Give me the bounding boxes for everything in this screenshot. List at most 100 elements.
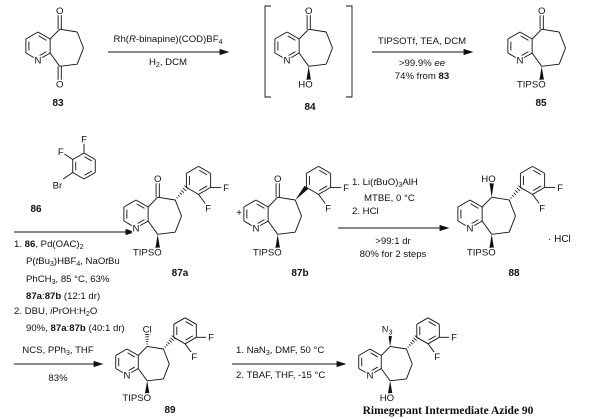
double-bond-line bbox=[532, 185, 542, 191]
double-bond-line bbox=[136, 203, 145, 209]
ring-bond bbox=[294, 199, 302, 217]
c-f-bond bbox=[63, 153, 73, 160]
condition-text: )HBF bbox=[53, 256, 77, 268]
condition-text: 80% for 2 steps bbox=[359, 249, 427, 260]
ring-bond bbox=[390, 345, 407, 350]
pyridine-bond bbox=[457, 220, 471, 229]
step1-conditions-below: H2, DCM bbox=[149, 56, 187, 72]
pyridine-bond bbox=[243, 199, 257, 208]
condition-line: TIPSOTf, TEA, DCM bbox=[378, 35, 466, 48]
ring-bond bbox=[325, 31, 333, 49]
fluorine-label: F bbox=[451, 333, 457, 344]
pyridine-bond bbox=[358, 368, 371, 376]
compound-label-83: 83 bbox=[52, 98, 64, 109]
condition-text: Bu bbox=[107, 256, 120, 268]
compound-label-87b: 87b bbox=[291, 268, 308, 279]
aryl-bond bbox=[72, 152, 85, 160]
pyridine-bond bbox=[358, 348, 371, 356]
condition-text: i bbox=[50, 305, 53, 317]
aryl-bond bbox=[318, 187, 331, 195]
tipso-label: TIPSO bbox=[517, 79, 546, 90]
reaction-arrow-6 bbox=[232, 360, 347, 368]
condition-text: t bbox=[35, 256, 39, 268]
carbonyl-oxygen-label: O bbox=[305, 6, 312, 17]
pyridine-bond bbox=[126, 368, 139, 376]
condition-text: O bbox=[89, 305, 98, 317]
ring-bond bbox=[294, 215, 302, 233]
step1-conditions-above: Rh(R-binapine)(COD)BF4 bbox=[114, 33, 223, 49]
pyridine-nitrogen-label: N bbox=[367, 370, 374, 381]
wedge-bond bbox=[144, 380, 150, 395]
double-bond-line bbox=[520, 35, 529, 41]
condition-line: 83% bbox=[48, 372, 67, 385]
double-bond-line bbox=[470, 219, 479, 225]
condition-line: 90%, 87a:87b (40:1 dr) bbox=[14, 322, 125, 336]
ring-bond bbox=[277, 196, 296, 201]
condition-text: BuO) bbox=[376, 177, 399, 188]
condition-text: : bbox=[66, 323, 70, 335]
ring-bond bbox=[76, 31, 84, 49]
ring-bond bbox=[390, 378, 407, 382]
ring-bond bbox=[481, 220, 493, 235]
aryl-bond bbox=[318, 166, 331, 174]
condition-line: Rh(R-binapine)(COD)BF4 bbox=[114, 33, 223, 49]
ring-bond bbox=[508, 215, 516, 233]
pyridine-bond bbox=[469, 199, 483, 208]
condition-text: (40:1 dr) bbox=[85, 323, 125, 335]
double-bond-line bbox=[256, 203, 265, 209]
double-bond-line bbox=[84, 156, 92, 162]
hydroxyl-label: HO bbox=[298, 79, 312, 90]
double-bond-line bbox=[127, 352, 135, 358]
condition-text: 1. NaN bbox=[236, 345, 266, 356]
carbonyl-oxygen-label: O bbox=[56, 79, 63, 90]
ring-bond bbox=[267, 220, 279, 235]
condition-line: H2, DCM bbox=[149, 56, 187, 72]
ring-bond bbox=[147, 345, 164, 350]
condition-text: MTBE, 0 °C bbox=[364, 193, 415, 204]
hashed-bond bbox=[405, 335, 420, 350]
c-f-bond bbox=[184, 343, 193, 354]
compound-label-88: 88 bbox=[508, 268, 520, 279]
condition-line: 2. TBAF, THF, -15 °C bbox=[236, 369, 325, 382]
condition-line: PhCH3, 85 °C, 63% bbox=[14, 273, 125, 290]
condition-text: 87b bbox=[44, 291, 62, 303]
ring-bond bbox=[147, 196, 159, 208]
pyridine-nitrogen-label: N bbox=[284, 55, 291, 66]
ring-bond bbox=[147, 378, 164, 382]
c-br-bond bbox=[62, 172, 73, 180]
step5-conditions-above: NCS, PPh3, THF bbox=[22, 344, 93, 360]
condition-line: 1. NaN3, DMF, 50 °C bbox=[236, 344, 324, 360]
double-bond-line bbox=[84, 170, 92, 176]
fluorine-label: F bbox=[208, 333, 214, 344]
condition-line: >99:1 dr bbox=[360, 235, 427, 248]
condition-line: 1. 86, Pd(OAC)2 bbox=[14, 238, 125, 255]
carbonyl-oxygen-label: O bbox=[538, 6, 545, 17]
condition-line: NCS, PPh3, THF bbox=[22, 344, 93, 360]
condition-text: 2. DBU, bbox=[14, 305, 51, 317]
pyridine-bond bbox=[519, 52, 533, 61]
plus-sign: + bbox=[236, 208, 242, 219]
condition-text: H bbox=[148, 57, 156, 68]
aryl-bond bbox=[520, 166, 533, 174]
ring-bond bbox=[174, 199, 182, 217]
hydroxyl-label: HO bbox=[481, 174, 495, 185]
condition-text: 3 bbox=[50, 261, 54, 269]
pyridine-bond bbox=[519, 31, 533, 40]
condition-text: , THF bbox=[69, 345, 94, 356]
aryl-bond bbox=[173, 317, 186, 325]
condition-text: , Pd(OAC) bbox=[35, 239, 80, 250]
step5-conditions-below: 83% bbox=[48, 372, 67, 385]
ring-bond bbox=[491, 231, 510, 235]
condition-text: >99:1 dr bbox=[375, 236, 411, 247]
condition-text: 2. TBAF, THF, -15 °C bbox=[236, 370, 326, 381]
condition-text: , DMF, 50 °C bbox=[269, 345, 325, 356]
ring-bond bbox=[147, 220, 159, 235]
compound-83-structure: NOO bbox=[25, 5, 84, 92]
ring-bond bbox=[508, 199, 516, 217]
double-bond-line bbox=[370, 366, 378, 372]
